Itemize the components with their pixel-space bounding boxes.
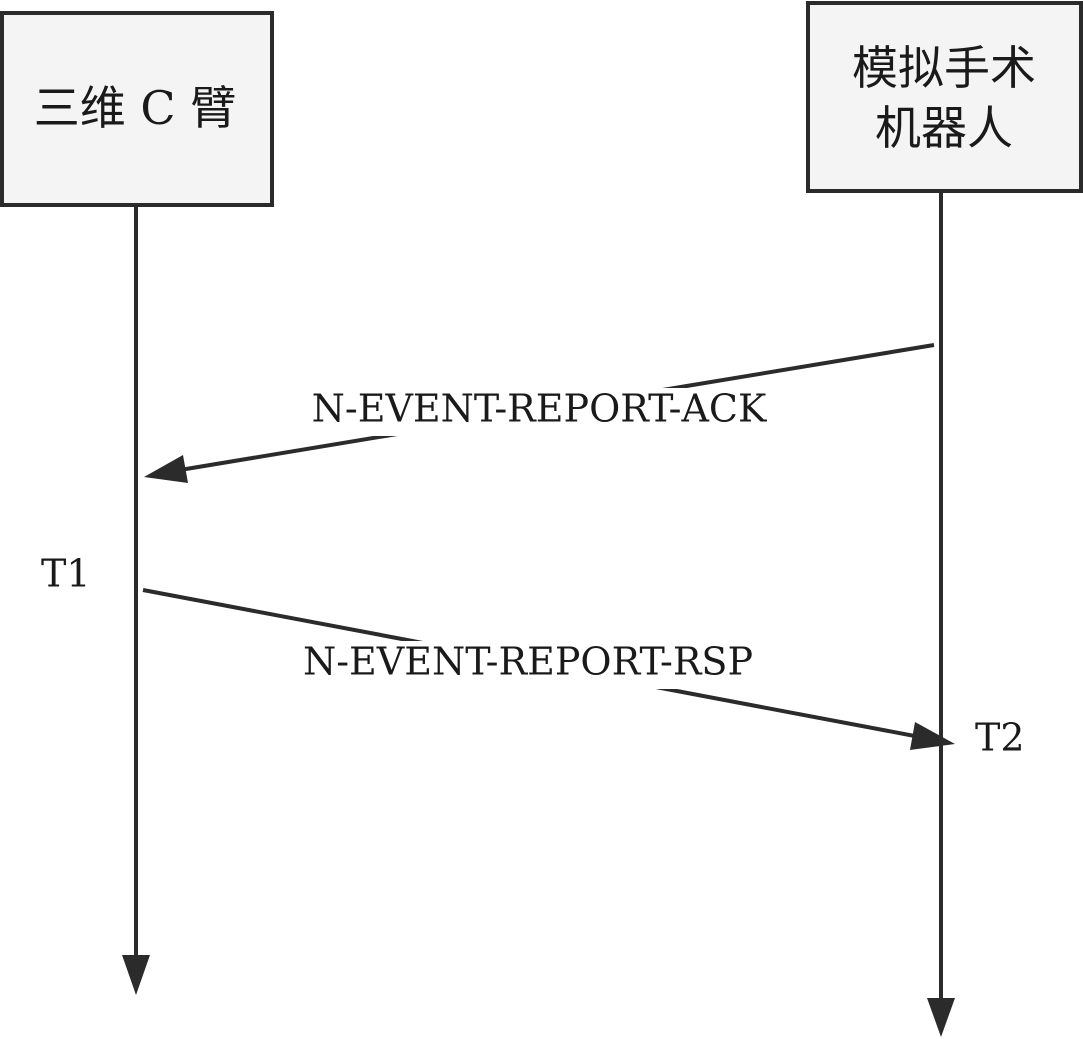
participant-3d-c-arm-label: 三维 C 臂 bbox=[34, 81, 236, 135]
participant-surgical-robot-label-line1: 模拟手术 bbox=[852, 41, 1036, 95]
message-rsp-label: N-EVENT-REPORT-RSP bbox=[303, 640, 753, 684]
lifeline-surgical-robot bbox=[927, 191, 955, 1037]
message-rsp-label-bg bbox=[290, 641, 766, 689]
message-ack-label-bg bbox=[300, 388, 778, 436]
time-marker-t2: T2 bbox=[975, 716, 1025, 760]
participant-surgical-robot: 模拟手术 机器人 bbox=[806, 1, 1083, 193]
message-ack-arrowhead bbox=[144, 455, 188, 483]
message-ack: N-EVENT-REPORT-ACK bbox=[144, 343, 935, 483]
message-rsp: N-EVENT-REPORT-RSP bbox=[142, 588, 955, 750]
message-ack-label: N-EVENT-REPORT-ACK bbox=[312, 387, 767, 431]
lifeline-3d-c-arm bbox=[122, 205, 150, 995]
participant-surgical-robot-box bbox=[806, 1, 1083, 193]
message-rsp-arrowhead bbox=[910, 722, 955, 750]
participant-3d-c-arm: 三维 C 臂 bbox=[0, 11, 274, 207]
participant-surgical-robot-label-line2: 机器人 bbox=[875, 101, 1013, 155]
lifeline-surgical-robot-arrowhead bbox=[927, 998, 955, 1037]
participant-3d-c-arm-box bbox=[0, 11, 274, 207]
time-marker-t1: T1 bbox=[41, 552, 91, 596]
lifeline-3d-c-arm-arrowhead bbox=[122, 955, 150, 995]
